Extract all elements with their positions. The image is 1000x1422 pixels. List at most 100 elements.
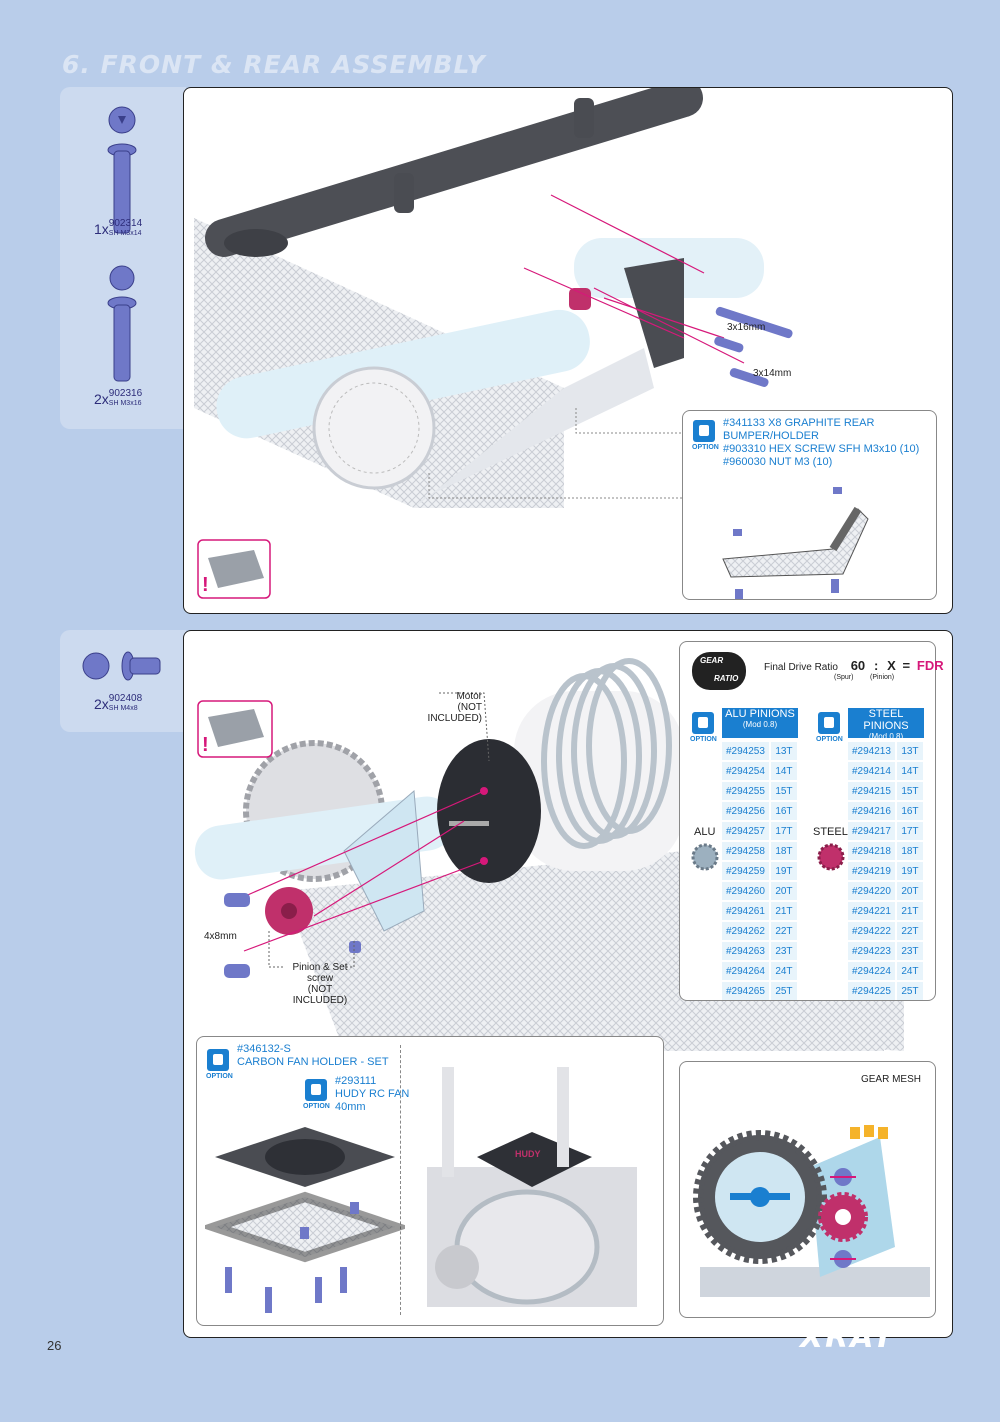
steel-pinions-header: STEEL PINIONS (Mod 0.8) xyxy=(848,708,924,741)
pinion-label-text: Pinion & Set screw xyxy=(292,962,348,984)
pinion-part-number: #294264 xyxy=(722,962,769,980)
steel-sub: (Mod 0.8) xyxy=(868,732,904,741)
pinion-part-number: #294260 xyxy=(722,882,769,900)
fan-name: HUDY RC FAN xyxy=(335,1088,410,1100)
pinion-part-number: #294221 xyxy=(848,902,895,920)
screw-902408-icon xyxy=(82,651,161,681)
pinion-part-number: #294254 xyxy=(722,762,769,780)
pinion-part-number: #294222 xyxy=(848,922,895,940)
pinion-part-number: #294257 xyxy=(722,822,769,840)
pinion-teeth: 16T xyxy=(770,802,797,820)
final-drive-ratio: Final Drive Ratio 60 : X = FDR xyxy=(764,658,944,673)
pinion-part-number: #294255 xyxy=(722,782,769,800)
option-lines: #341133 X8 GRAPHITE REAR BUMPER/HOLDER #… xyxy=(723,417,936,469)
divider xyxy=(400,1045,401,1315)
fan-holder-exploded-illustration xyxy=(205,1127,405,1313)
pinion-teeth: 19T xyxy=(896,862,923,880)
pinion-part-number: #294263 xyxy=(722,942,769,960)
pinion-part-number: #294223 xyxy=(848,942,895,960)
alu-pinion-icon xyxy=(691,843,719,871)
page-number: 26 xyxy=(47,1338,62,1353)
warning-thumbnail: ! xyxy=(197,539,271,599)
pinion-teeth: 22T xyxy=(770,922,797,940)
pinion-part-number: #294220 xyxy=(848,882,895,900)
pinion-part-number: #294213 xyxy=(848,742,895,760)
motor-label: Motor (NOT INCLUDED) xyxy=(410,691,482,724)
pinion-teeth: 15T xyxy=(770,782,797,800)
fan-text: #293111 HUDY RC FAN 40mm xyxy=(335,1075,409,1114)
gear-ratio-box: GEAR RATIO Final Drive Ratio 60 : X = FD… xyxy=(679,641,944,1002)
pinion-teeth: 13T xyxy=(770,742,797,760)
pinion-part-number: #294256 xyxy=(722,802,769,820)
fan-code: #293111 xyxy=(335,1075,377,1087)
option-line: #903310 HEX SCREW SFH M3x10 (10) xyxy=(723,443,920,455)
fan-holder-text: #346132-S CARBON FAN HOLDER - SET xyxy=(237,1043,389,1069)
screw-size-label: 4x8mm xyxy=(204,931,237,942)
pinion-part-number: #294224 xyxy=(848,962,895,980)
equals: = xyxy=(902,658,911,673)
pinion-teeth: 18T xyxy=(770,842,797,860)
badge-bottom: RATIO xyxy=(714,674,739,683)
fan-size: 40mm xyxy=(335,1101,366,1113)
fan-holder-code: #346132-S xyxy=(237,1043,291,1055)
pinion-teeth: 15T xyxy=(896,782,923,800)
alu-label: ALU xyxy=(694,826,716,838)
alu-pinions-header: ALU PINIONS (Mod 0.8) xyxy=(722,708,798,738)
pinion-teeth: 22T xyxy=(896,922,923,940)
part-code: 902316 xyxy=(108,388,143,399)
steel-option-icon xyxy=(818,712,840,734)
pinion-part-number: #294225 xyxy=(848,982,895,1000)
colon: : xyxy=(873,658,879,673)
fan-logo-text: HUDY xyxy=(515,1149,541,1159)
part-desc: SH M4x8 xyxy=(108,705,138,712)
pinion-part-number: #294261 xyxy=(722,902,769,920)
spur-value: 60 xyxy=(850,658,866,673)
screw-902314-icon xyxy=(107,106,137,234)
part-desc: SH M3x16 xyxy=(108,400,142,407)
gear-mesh-illustration xyxy=(693,1125,930,1297)
rear-bumper-option-box: OPTION #341133 X8 GRAPHITE REAR BUMPER/H… xyxy=(682,410,937,600)
gear-mesh-box: GEAR MESH xyxy=(679,1061,936,1318)
pinion-var: X xyxy=(887,658,896,673)
steel-option-label: OPTION xyxy=(816,736,843,743)
pinion-teeth: 14T xyxy=(896,762,923,780)
alu-sub: (Mod 0.8) xyxy=(742,720,778,729)
fdr-text: Final Drive Ratio xyxy=(764,662,838,673)
motor xyxy=(437,658,684,883)
gear-ratio-badge: GEAR RATIO xyxy=(692,652,746,690)
pinion-teeth: 13T xyxy=(896,742,923,760)
spur-label: (Spur) xyxy=(834,674,854,681)
screw-size-label-2: 3x14mm xyxy=(753,368,792,379)
fan-installed-illustration: HUDY xyxy=(427,1067,637,1307)
pinion-note: (NOT INCLUDED) xyxy=(292,984,348,1006)
pinion-sublabel: (Pinion) xyxy=(870,674,895,681)
pinion-part-number: #294253 xyxy=(722,742,769,760)
alu-header: ALU PINIONS xyxy=(725,708,795,720)
pinion-part-number: #294217 xyxy=(848,822,895,840)
part-qty: 2x xyxy=(94,696,109,712)
fan-holder-name: CARBON FAN HOLDER - SET xyxy=(237,1056,389,1068)
pinion-teeth: 24T xyxy=(896,962,923,980)
pinion-part-number: #294215 xyxy=(848,782,895,800)
pinion-teeth: 20T xyxy=(896,882,923,900)
